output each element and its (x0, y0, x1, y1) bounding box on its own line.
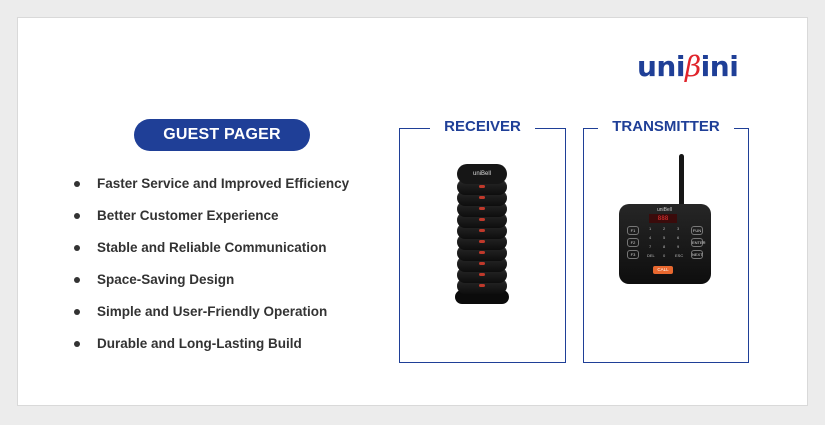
receiver-panel: RECEIVER uniBell (399, 118, 566, 363)
key-number: DEL (647, 253, 655, 258)
key-call: CALL (653, 266, 673, 274)
transmitter-panel: TRANSMITTER uniBell 888 F1 F2 F3 FUN ENT… (583, 118, 749, 363)
antenna-icon (679, 154, 684, 208)
key-fun: FUN (691, 226, 703, 235)
logo-text-right: ini (700, 50, 739, 83)
feature-item: Space-Saving Design (74, 268, 349, 300)
key-enter: ENTER (691, 238, 706, 247)
key-next: NEXT (691, 250, 703, 259)
panel-top-line-right (734, 128, 748, 129)
brand-logo: uniβini (637, 50, 739, 83)
receiver-brand-text: uniBell (472, 171, 491, 177)
pager-top-cap: uniBell (457, 164, 507, 184)
key-number: 5 (663, 235, 666, 240)
key-number: ESC (675, 253, 684, 258)
transmitter-brand-text: uniBell (657, 207, 673, 213)
product-label-text: GUEST PAGER (163, 126, 281, 143)
key-number: 8 (663, 244, 666, 249)
panel-top-line-left (584, 128, 598, 129)
key-number: 4 (649, 235, 652, 240)
key-number: 1 (649, 226, 652, 231)
pager-led (479, 207, 485, 210)
feature-item: Simple and User-Friendly Operation (74, 300, 349, 332)
pager-led (479, 284, 485, 287)
feature-list: Faster Service and Improved Efficiency B… (74, 172, 349, 364)
pager-led (479, 251, 485, 254)
feature-item: Durable and Long-Lasting Build (74, 332, 349, 364)
key-f2: F2 (627, 238, 639, 247)
key-number: 3 (677, 226, 680, 231)
receiver-pager-stack-image: uniBell (455, 164, 509, 304)
panel-top-line-left (400, 128, 430, 129)
transmitter-display: 888 (649, 214, 677, 223)
pager-led (479, 273, 485, 276)
feature-item: Better Customer Experience (74, 204, 349, 236)
feature-item: Faster Service and Improved Efficiency (74, 172, 349, 204)
logo-text-left: uni (637, 50, 685, 83)
pager-led (479, 229, 485, 232)
key-f3: F3 (627, 250, 639, 259)
transmitter-device-image: uniBell 888 F1 F2 F3 FUN ENTER NEXT 1 2 … (619, 204, 711, 284)
pager-led (479, 240, 485, 243)
key-f1: F1 (627, 226, 639, 235)
pager-led (479, 218, 485, 221)
pager-led (479, 262, 485, 265)
key-number: 6 (677, 235, 680, 240)
transmitter-title: TRANSMITTER (612, 118, 720, 135)
key-number: 9 (677, 244, 680, 249)
pager-led (479, 185, 485, 188)
product-label-badge: GUEST PAGER (134, 119, 310, 151)
panel-top-line-right (535, 128, 565, 129)
key-number: 7 (649, 244, 652, 249)
key-number: 2 (663, 226, 666, 231)
pager-led (479, 196, 485, 199)
feature-item: Stable and Reliable Communication (74, 236, 349, 268)
logo-text-mid: β (684, 50, 701, 83)
receiver-title: RECEIVER (444, 118, 521, 135)
key-number: 0 (663, 253, 666, 258)
